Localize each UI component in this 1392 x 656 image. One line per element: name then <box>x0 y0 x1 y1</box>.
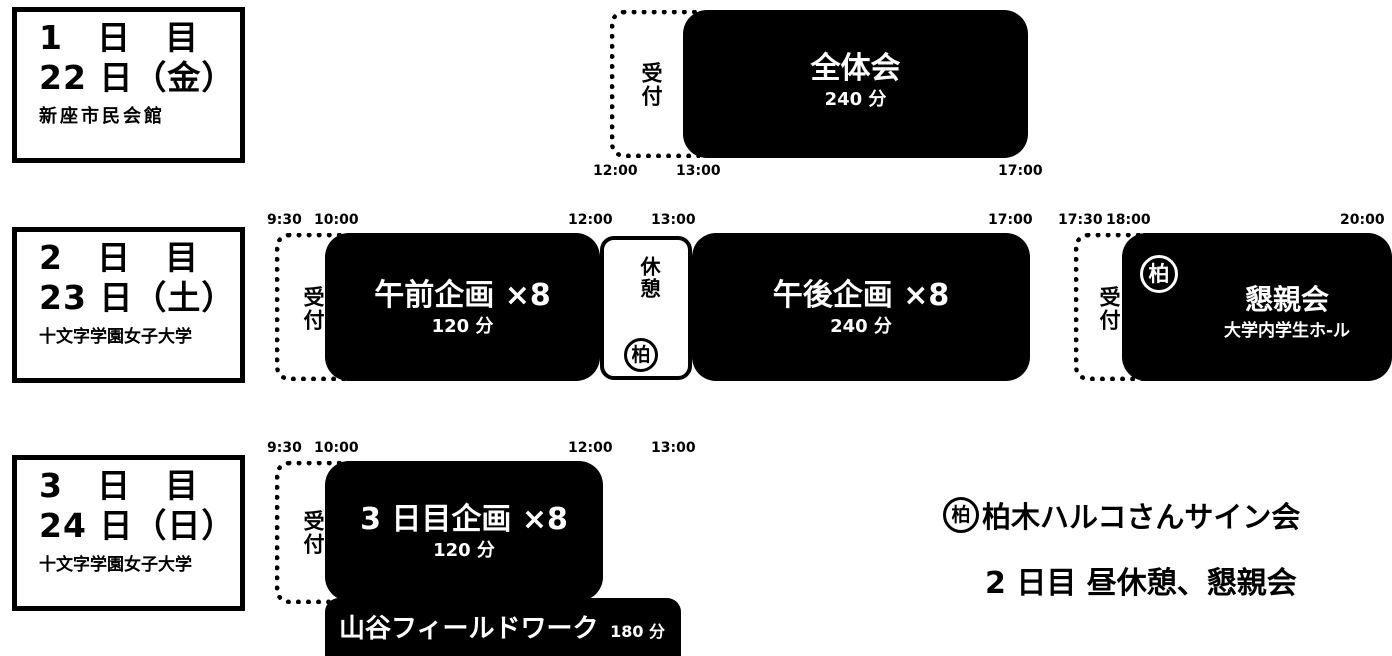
d2-time-1730: 17:30 <box>1058 212 1103 228</box>
konshin-venue: 大学内学生ホ-ル <box>1223 321 1351 341</box>
zentai-title: 全体会 <box>810 51 901 86</box>
day3-kikaku-block: 3 日目企画 ×8 120 分 <box>325 461 603 601</box>
day1-label-box: 1 日 目 22 日（金） 新座市民会館 <box>12 7 245 163</box>
day2-date: 23 日（土） <box>39 278 236 317</box>
day3-venue: 十文字学園女子大学 <box>39 555 192 575</box>
fieldwork-block: 山谷フィールドワーク 180 分 <box>325 598 681 656</box>
d2-time-0930: 9:30 <box>267 212 302 228</box>
d2-time-1000: 10:00 <box>314 212 359 228</box>
day2-number: 2 日 目 <box>39 238 199 277</box>
day2-gozen-block: 午前企画 ×8 120 分 <box>325 233 600 381</box>
day2-label-box: 2 日 目 23 日（土） 十文字学園女子大学 <box>12 227 245 383</box>
legend-line1: 柏木ハルコさんサイン会 <box>982 500 1301 534</box>
d1-time-1700: 17:00 <box>998 163 1043 179</box>
fieldwork-duration: 180 分 <box>610 622 666 641</box>
day2-evening-reception-label: 受付 <box>1097 286 1121 332</box>
d3-time-1200: 12:00 <box>568 440 613 456</box>
konshin-title: 懇親会 <box>1244 283 1329 316</box>
legend-kashiwa-mark: 柏 <box>943 497 979 533</box>
d1-time-1200: 12:00 <box>593 163 638 179</box>
day3-kikaku-title: 3 日目企画 ×8 <box>360 502 568 537</box>
rest-kashiwa-mark: 柏 <box>624 338 658 372</box>
day2-reception-label: 受付 <box>301 286 325 332</box>
d1-time-1300: 13:00 <box>676 163 721 179</box>
rest-label: 休憩 <box>637 256 661 300</box>
d2-time-1800: 18:00 <box>1106 212 1151 228</box>
day1-number: 1 日 目 <box>39 18 199 57</box>
gogo-duration: 240 分 <box>830 316 892 337</box>
d2-time-1700: 17:00 <box>988 212 1033 228</box>
day3-label-box: 3 日 目 24 日（日） 十文字学園女子大学 <box>12 455 245 611</box>
d2-time-1200: 12:00 <box>568 212 613 228</box>
fieldwork-title: 山谷フィールドワーク <box>339 614 599 644</box>
d2-time-2000: 20:00 <box>1340 212 1385 228</box>
day1-reception-label: 受付 <box>639 62 663 108</box>
day2-gogo-block: 午後企画 ×8 240 分 <box>692 233 1030 381</box>
zentai-duration: 240 分 <box>824 89 887 110</box>
d3-time-1000: 10:00 <box>314 440 359 456</box>
day1-date: 22 日（金） <box>39 58 236 97</box>
d2-time-1300: 13:00 <box>651 212 696 228</box>
gozen-duration: 120 分 <box>431 316 494 337</box>
day1-venue: 新座市民会館 <box>39 106 165 127</box>
day3-kikaku-duration: 120 分 <box>433 540 495 561</box>
day2-venue: 十文字学園女子大学 <box>39 327 192 347</box>
day3-date: 24 日（日） <box>39 506 236 545</box>
legend-line2: 2 日目 昼休憩、懇親会 <box>985 566 1297 601</box>
konshin-kashiwa-mark: 柏 <box>1140 255 1178 293</box>
gozen-title: 午前企画 ×8 <box>374 278 551 313</box>
day1-zentai-block: 全体会 240 分 <box>683 10 1028 158</box>
d3-time-1300: 13:00 <box>651 440 696 456</box>
d3-time-0930: 9:30 <box>267 440 302 456</box>
day3-reception-label: 受付 <box>301 510 325 556</box>
day3-number: 3 日 目 <box>39 466 199 505</box>
gogo-title: 午後企画 ×8 <box>772 278 950 313</box>
